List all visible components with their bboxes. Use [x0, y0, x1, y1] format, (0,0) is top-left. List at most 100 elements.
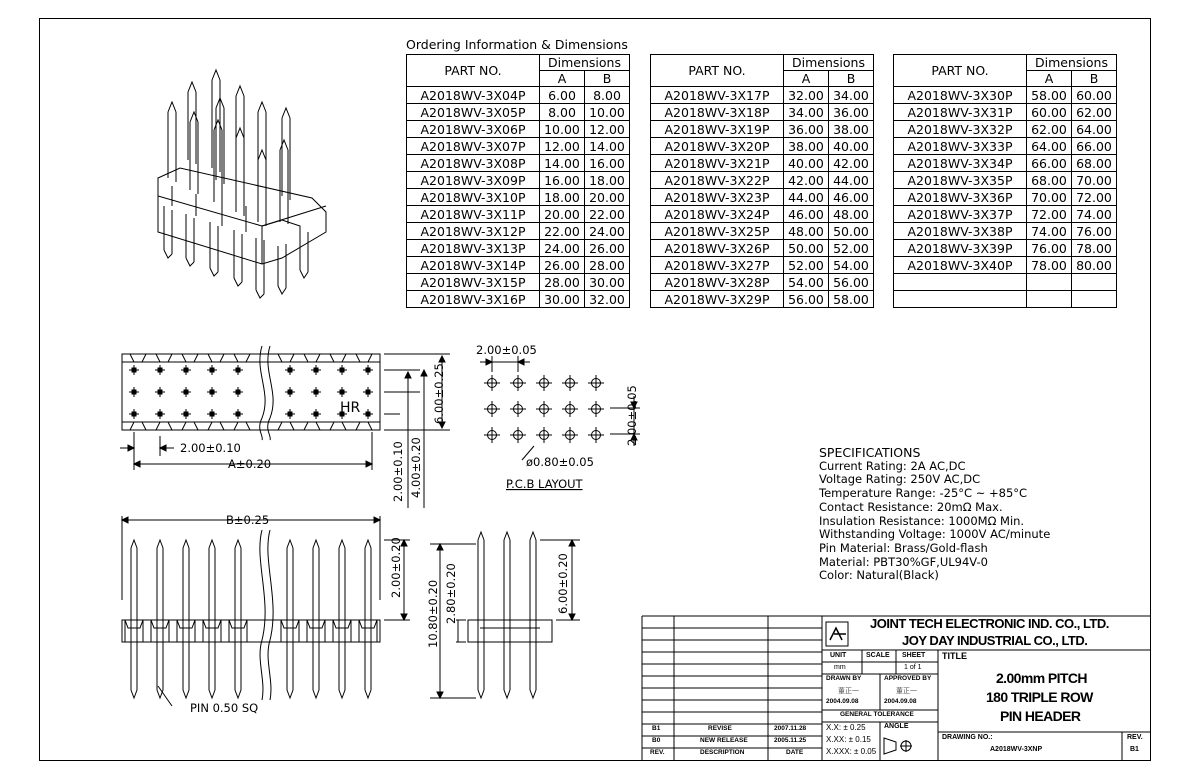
pcb-hole-crosshair: [536, 401, 552, 417]
pcb-hole-crosshair: [588, 401, 604, 417]
specifications: SPECIFICATIONS Current Rating: 2A AC,DC …: [819, 446, 1050, 583]
part-number-cell: A2018WV-3X36P: [893, 188, 1027, 206]
pin-mark: [209, 411, 215, 417]
pin-mark: [157, 367, 163, 373]
company-name-1: JOINT TECH ELECTRONIC IND. CO., LTD.: [870, 616, 1109, 631]
drawing-no-label: DRAWING NO.:: [942, 734, 993, 741]
dim-b-cell: 72.00: [1071, 188, 1117, 206]
pin-mark: [365, 389, 371, 395]
rev-row-date: 2005.11.25: [774, 737, 807, 744]
drawing-no: A2018WV-3XNP: [990, 746, 1043, 753]
pin-mark: [209, 367, 215, 373]
title-line-2: 180 TRIPLE ROW: [986, 689, 1093, 705]
front-pin: [364, 538, 372, 700]
dim-a-cell: 6.00: [539, 86, 585, 104]
part-number-cell: A2018WV-3X18P: [650, 103, 784, 121]
dim-b-cell: 66.00: [1071, 137, 1117, 155]
dim-a-cell: 68.00: [1026, 171, 1072, 189]
col-part-no: PART NO.: [650, 54, 784, 87]
pin-mark: [209, 389, 215, 395]
front-pin-collar: [358, 619, 378, 642]
pcb-hole-crosshair: [562, 401, 578, 417]
dim-a-cell: 46.00: [783, 205, 829, 223]
pin-mark: [339, 389, 345, 395]
title-label: TITLE: [942, 651, 967, 661]
pin-mark: [287, 367, 293, 373]
dim-b-cell: 28.00: [584, 256, 630, 274]
approved-by-name: 董正一: [896, 688, 917, 695]
pin-mark: [157, 389, 163, 395]
pcb-hole-crosshair: [510, 375, 526, 391]
part-number-cell: A2018WV-3X16P: [406, 290, 540, 308]
tolerance-1: X.X: ± 0.25: [826, 723, 866, 732]
dim-b-cell: [1071, 290, 1117, 308]
drawn-by-name: 董正一: [838, 688, 859, 695]
drawing-frame: [39, 18, 1151, 761]
spec-line: Material: PBT30%GF,UL94V-0: [819, 554, 988, 569]
pin-mark: [235, 411, 241, 417]
drawn-by-label: DRAWN BY: [826, 675, 862, 682]
dim-b-cell: 42.00: [828, 154, 874, 172]
front-pin: [182, 538, 190, 700]
pin-mark: [183, 367, 189, 373]
dim-b-cell: 76.00: [1071, 222, 1117, 240]
front-pin: [312, 538, 320, 700]
top-h1-label: 2.00±0.10: [391, 441, 405, 502]
pin-mark: [287, 411, 293, 417]
dim-b-cell: 48.00: [828, 205, 874, 223]
rev-label: REV.: [1127, 734, 1143, 741]
pin-mark: [131, 367, 137, 373]
rev-row-desc: REVISE: [708, 725, 732, 732]
dim-a-cell: 12.00: [539, 137, 585, 155]
part-number-cell: A2018WV-3X30P: [893, 86, 1027, 104]
approved-date: 2004.09.08: [884, 698, 917, 705]
front-pin-collar: [202, 619, 222, 642]
drawn-date: 2004.09.08: [826, 698, 859, 705]
front-pin-collar: [228, 619, 248, 642]
dim-b-cell: 46.00: [828, 188, 874, 206]
spec-line: Contact Resistance: 20mΩ Max.: [819, 499, 1003, 514]
front-pin: [234, 538, 242, 700]
dim-a-cell: 30.00: [539, 290, 585, 308]
front-view: [120, 516, 410, 707]
pin-mark: [339, 411, 345, 417]
general-tolerance-label: GENERAL TOLERANCE: [840, 711, 914, 718]
pin-mark: [131, 389, 137, 395]
pin-mark: [365, 411, 371, 417]
sheet-label: SHEET: [902, 652, 926, 659]
front-pin-collar: [332, 619, 352, 642]
dim-b-cell: 40.00: [828, 137, 874, 155]
part-number-cell: A2018WV-3X10P: [406, 188, 540, 206]
rev-col-date: DATE: [786, 749, 804, 756]
front-pin: [338, 538, 346, 700]
dim-a-cell: 70.00: [1026, 188, 1072, 206]
pin-mark: [365, 367, 371, 373]
spec-line: Current Rating: 2A AC,DC: [819, 458, 966, 473]
part-number-cell: A2018WV-3X19P: [650, 120, 784, 138]
front-pin-collar: [124, 619, 144, 642]
rev-row-rev: B1: [652, 725, 661, 732]
rev-row-desc: NEW RELEASE: [700, 737, 748, 744]
dim-a-cell: 16.00: [539, 171, 585, 189]
side-view: [430, 530, 580, 700]
ordering-title: Ordering Information & Dimensions: [406, 37, 628, 52]
pcb-hole-crosshair: [484, 375, 500, 391]
dim-b-cell: 36.00: [828, 103, 874, 121]
front-pin: [286, 538, 294, 700]
front-height-label: 2.00±0.20: [389, 537, 403, 598]
pcb-hole-crosshair: [588, 427, 604, 443]
